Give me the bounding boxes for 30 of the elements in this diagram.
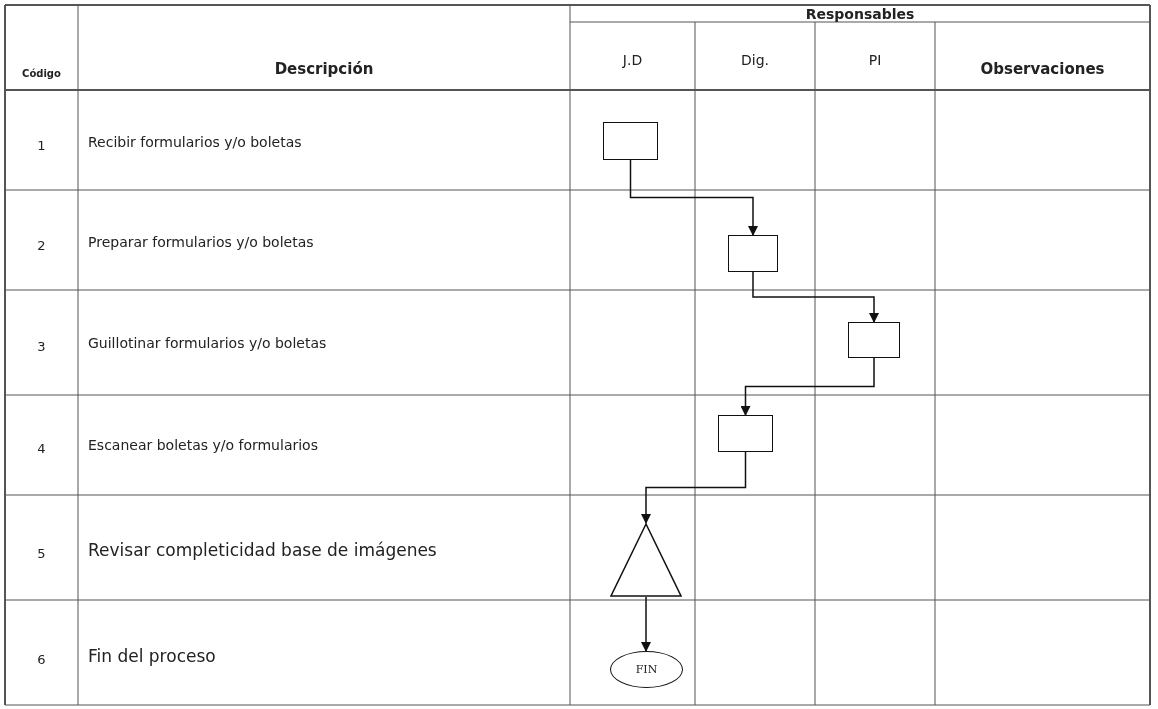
table-text: Recibir formularios y/o boletas [88, 134, 302, 150]
arrow [740, 357, 875, 416]
row-number: 6 [36, 652, 47, 667]
arrow [641, 596, 651, 652]
process-box [603, 122, 658, 160]
column-header: Código [21, 68, 62, 79]
process-box [728, 235, 778, 272]
arrow [752, 271, 879, 323]
arrow [629, 159, 758, 236]
table-text: Revisar completicidad base de imágenes [88, 540, 437, 560]
table-text: PI [867, 52, 883, 68]
table-text: Escanear boletas y/o formularios [88, 437, 318, 453]
process-box [718, 415, 773, 452]
table-text: Preparar formularios y/o boletas [88, 234, 314, 250]
table-text: Dig. [740, 52, 770, 68]
row-number: 5 [36, 546, 47, 561]
process-box [848, 322, 900, 358]
table-text: Fin del proceso [88, 646, 216, 666]
terminal-ellipse: FIN [610, 651, 683, 688]
table-text: Guillotinar formularios y/o boletas [88, 335, 327, 351]
inspection-triangle [610, 523, 682, 597]
arrow [641, 451, 747, 524]
column-header: Observaciones [979, 60, 1106, 78]
row-number: 3 [36, 339, 47, 354]
row-number: 4 [36, 441, 47, 456]
row-number: 1 [36, 138, 47, 153]
table-text: J.D [621, 52, 644, 68]
row-number: 2 [36, 238, 47, 253]
column-header: Descripción [273, 60, 375, 78]
column-header: Responsables [804, 6, 916, 22]
